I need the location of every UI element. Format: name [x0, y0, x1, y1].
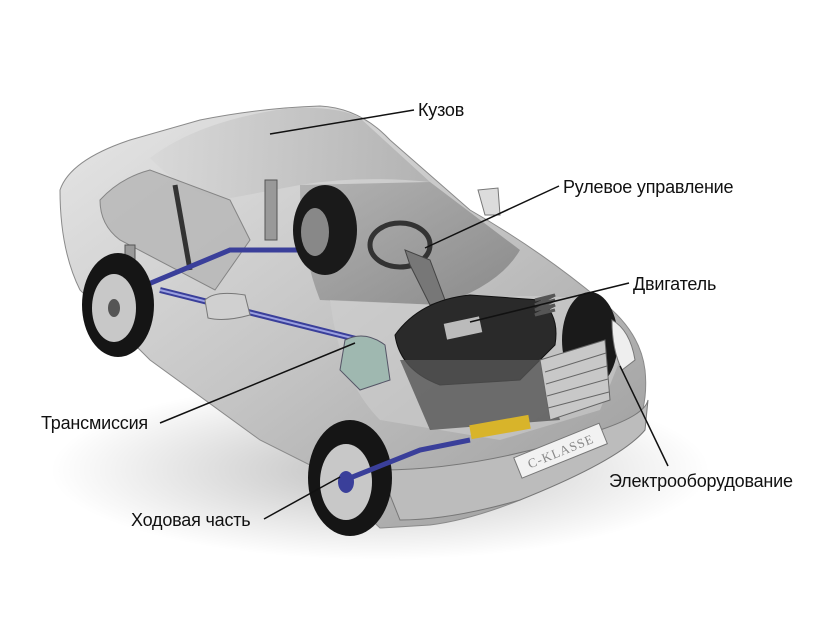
front-spring [534, 293, 556, 317]
label-electrical: Электрооборудование [609, 471, 793, 491]
label-engine: Двигатель [633, 274, 717, 294]
leader-line-chassis [263, 476, 341, 520]
transmission-housing [339, 335, 391, 391]
leader-line-engine [469, 282, 630, 323]
car-roof [150, 107, 430, 200]
label-transmission: Трансмиссия [41, 413, 148, 433]
label-chassis: Ходовая часть [131, 510, 251, 530]
battery [469, 414, 531, 440]
label-steering: Рулевое управление [563, 177, 734, 197]
rear-left-wheel [82, 253, 154, 357]
leader-line-transmission [159, 342, 356, 424]
radiator-grille [539, 339, 611, 421]
label-body: Кузов [418, 100, 465, 120]
front-bumper [379, 399, 649, 521]
engine-block [400, 360, 560, 430]
side-mirror [204, 292, 251, 320]
windshield [300, 182, 520, 305]
headlight [611, 319, 636, 371]
leader-line-electrical [619, 365, 669, 467]
front-suspension [349, 437, 471, 481]
b-pillar [172, 184, 193, 271]
leader-line-steering [424, 185, 560, 249]
leader-line-body [269, 109, 415, 135]
leader-lines [159, 109, 669, 520]
side-windows [99, 169, 251, 291]
rear-strut [264, 179, 278, 241]
